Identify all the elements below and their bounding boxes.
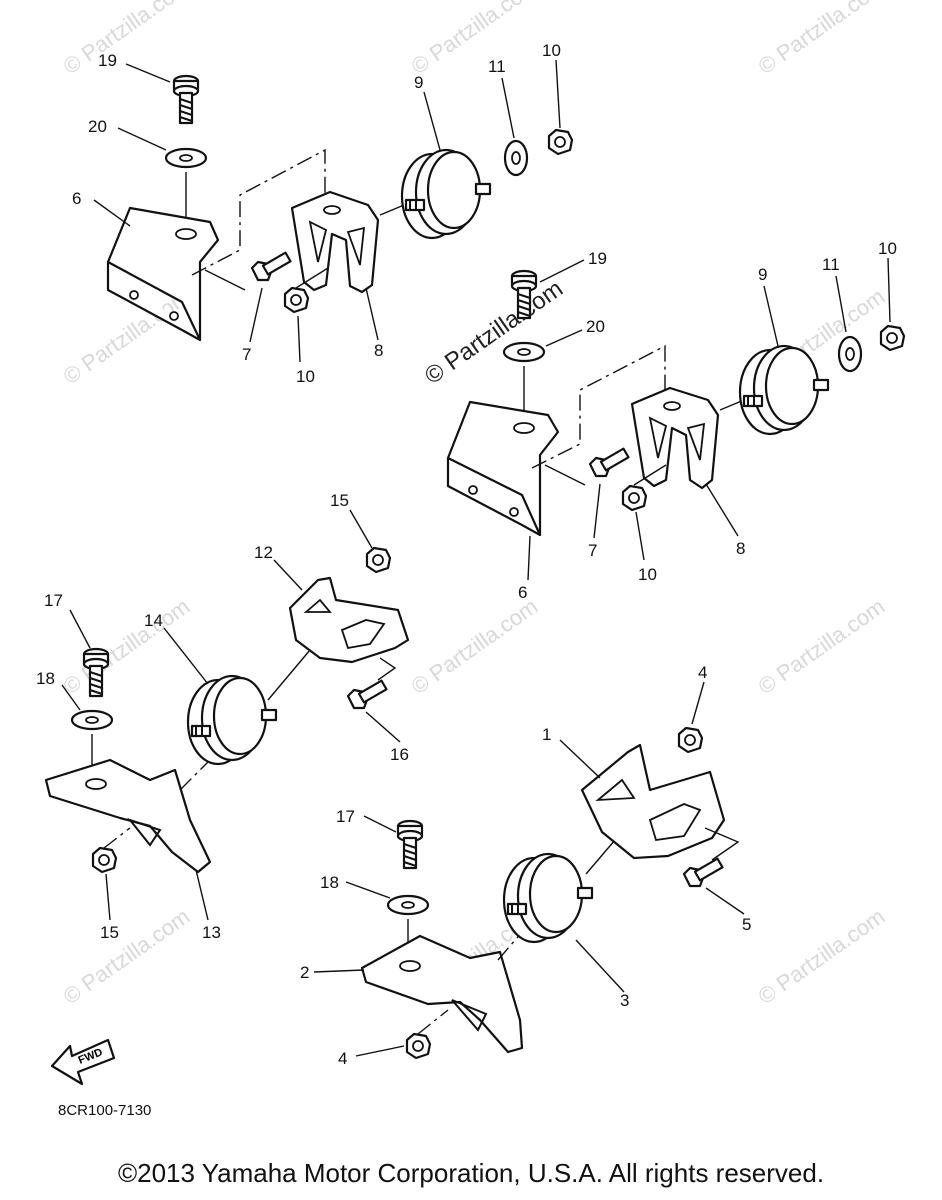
watermark: © Partzilla.com	[754, 904, 890, 1010]
bolt-5	[682, 857, 724, 888]
watermark: © Partzilla.com	[59, 0, 195, 79]
watermark: © Partzilla.com	[407, 0, 543, 79]
nut-10	[879, 324, 906, 352]
assembly-lower-right	[360, 726, 740, 1060]
callout-8: 8	[736, 539, 745, 558]
nut-10	[283, 286, 310, 314]
callout-7: 7	[242, 345, 251, 364]
nut-10	[621, 484, 648, 512]
nut-10	[547, 128, 574, 156]
nut-4	[405, 1032, 432, 1060]
callout-7: 7	[588, 541, 597, 560]
callout-4: 4	[698, 663, 707, 682]
callout-14: 14	[144, 611, 163, 630]
bracket-8	[290, 190, 380, 294]
callout-leaders	[61, 59, 891, 1057]
callout-1: 1	[542, 725, 551, 744]
assembly-middle-left	[44, 546, 410, 874]
flange-bolt-17	[396, 819, 424, 870]
watermark: © Partzilla.com	[59, 904, 195, 1010]
watermark: © Partzilla.com	[754, 594, 890, 700]
callout-11: 11	[822, 255, 840, 274]
callout-19: 19	[98, 51, 117, 70]
plate-washer-18	[70, 709, 114, 731]
bracket-6	[106, 206, 220, 342]
copyright-notice: ©2013 Yamaha Motor Corporation, U.S.A. A…	[117, 1158, 825, 1188]
callout-10: 10	[542, 41, 561, 60]
bracket-13	[44, 758, 212, 874]
callout-20: 20	[88, 117, 107, 136]
nut-15	[365, 546, 392, 574]
callout-3: 3	[620, 991, 629, 1010]
callout-6: 6	[518, 583, 527, 602]
watermark: © Partzilla.com	[59, 594, 195, 700]
watermark-center: © Partzilla.com	[420, 275, 568, 390]
washer-11	[837, 335, 863, 373]
engine-mount-9	[400, 148, 492, 240]
bolt-16	[346, 679, 388, 710]
callout-5: 5	[742, 915, 751, 934]
callout-2: 2	[300, 963, 309, 982]
callout-19: 19	[588, 249, 607, 268]
bracket-8	[630, 386, 720, 490]
engine-mount-9	[738, 344, 830, 436]
callout-15: 15	[330, 491, 349, 510]
fwd-arrow-icon	[50, 1038, 116, 1086]
bracket-1	[580, 743, 726, 860]
callout-10: 10	[638, 565, 657, 584]
callout-6: 6	[72, 189, 81, 208]
callout-9: 9	[758, 265, 767, 284]
callout-15: 15	[100, 923, 119, 942]
flange-bolt-19	[172, 74, 200, 125]
callout-13: 13	[202, 923, 221, 942]
fwd-arrow: FWD	[50, 1038, 116, 1086]
bracket-6	[446, 400, 560, 537]
assembly-upper-left	[106, 74, 574, 342]
watermark: © Partzilla.com	[754, 0, 890, 79]
callout-10: 10	[296, 367, 315, 386]
callout-12: 12	[254, 543, 273, 562]
nut-15	[91, 846, 118, 874]
engine-mount-14	[186, 674, 278, 766]
callout-4: 4	[338, 1049, 347, 1068]
washer-11	[503, 139, 529, 177]
callout-11: 11	[488, 57, 506, 76]
callout-8: 8	[374, 341, 383, 360]
callout-16: 16	[390, 745, 409, 764]
callout-18: 18	[320, 873, 339, 892]
callout-17: 17	[336, 807, 355, 826]
engine-mount-3	[502, 852, 594, 944]
callout-20: 20	[586, 317, 605, 336]
plate-washer-20	[164, 147, 208, 169]
bracket-2	[360, 934, 524, 1054]
callout-numbers: 19 20 6 9 11 10 7 10 8 19 20 9 11 10 7 1…	[36, 41, 897, 1068]
callout-10: 10	[878, 239, 897, 258]
plate-washer-18	[386, 894, 430, 916]
callout-17: 17	[44, 591, 63, 610]
diagram-code: 8CR100-7130	[58, 1102, 152, 1119]
bracket-12	[288, 576, 410, 664]
bolt-7	[250, 251, 292, 282]
plate-washer-20	[502, 341, 546, 363]
callout-18: 18	[36, 669, 55, 688]
nut-4	[677, 726, 704, 754]
callout-9: 9	[414, 73, 423, 92]
assembly-upper-right	[446, 269, 906, 537]
watermark: © Partzilla.com	[407, 594, 543, 700]
bolt-7	[588, 447, 630, 478]
